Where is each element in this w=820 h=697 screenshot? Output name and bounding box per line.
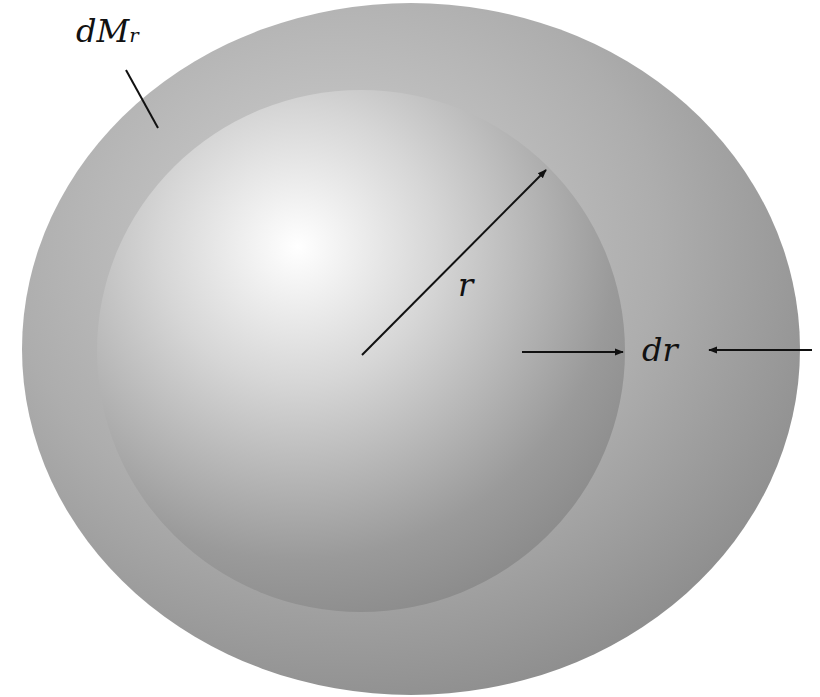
leader-line [126, 70, 158, 128]
outer-shell [22, 3, 800, 695]
inner-sphere [97, 90, 625, 612]
dr-arrow-left [522, 351, 623, 353]
radius-label: r [458, 268, 473, 303]
thickness-label: dr [642, 333, 678, 368]
radius-arrow [362, 170, 546, 355]
dr-arrow-right [709, 349, 812, 351]
shell-mass-label: dMᵣ [76, 14, 140, 49]
